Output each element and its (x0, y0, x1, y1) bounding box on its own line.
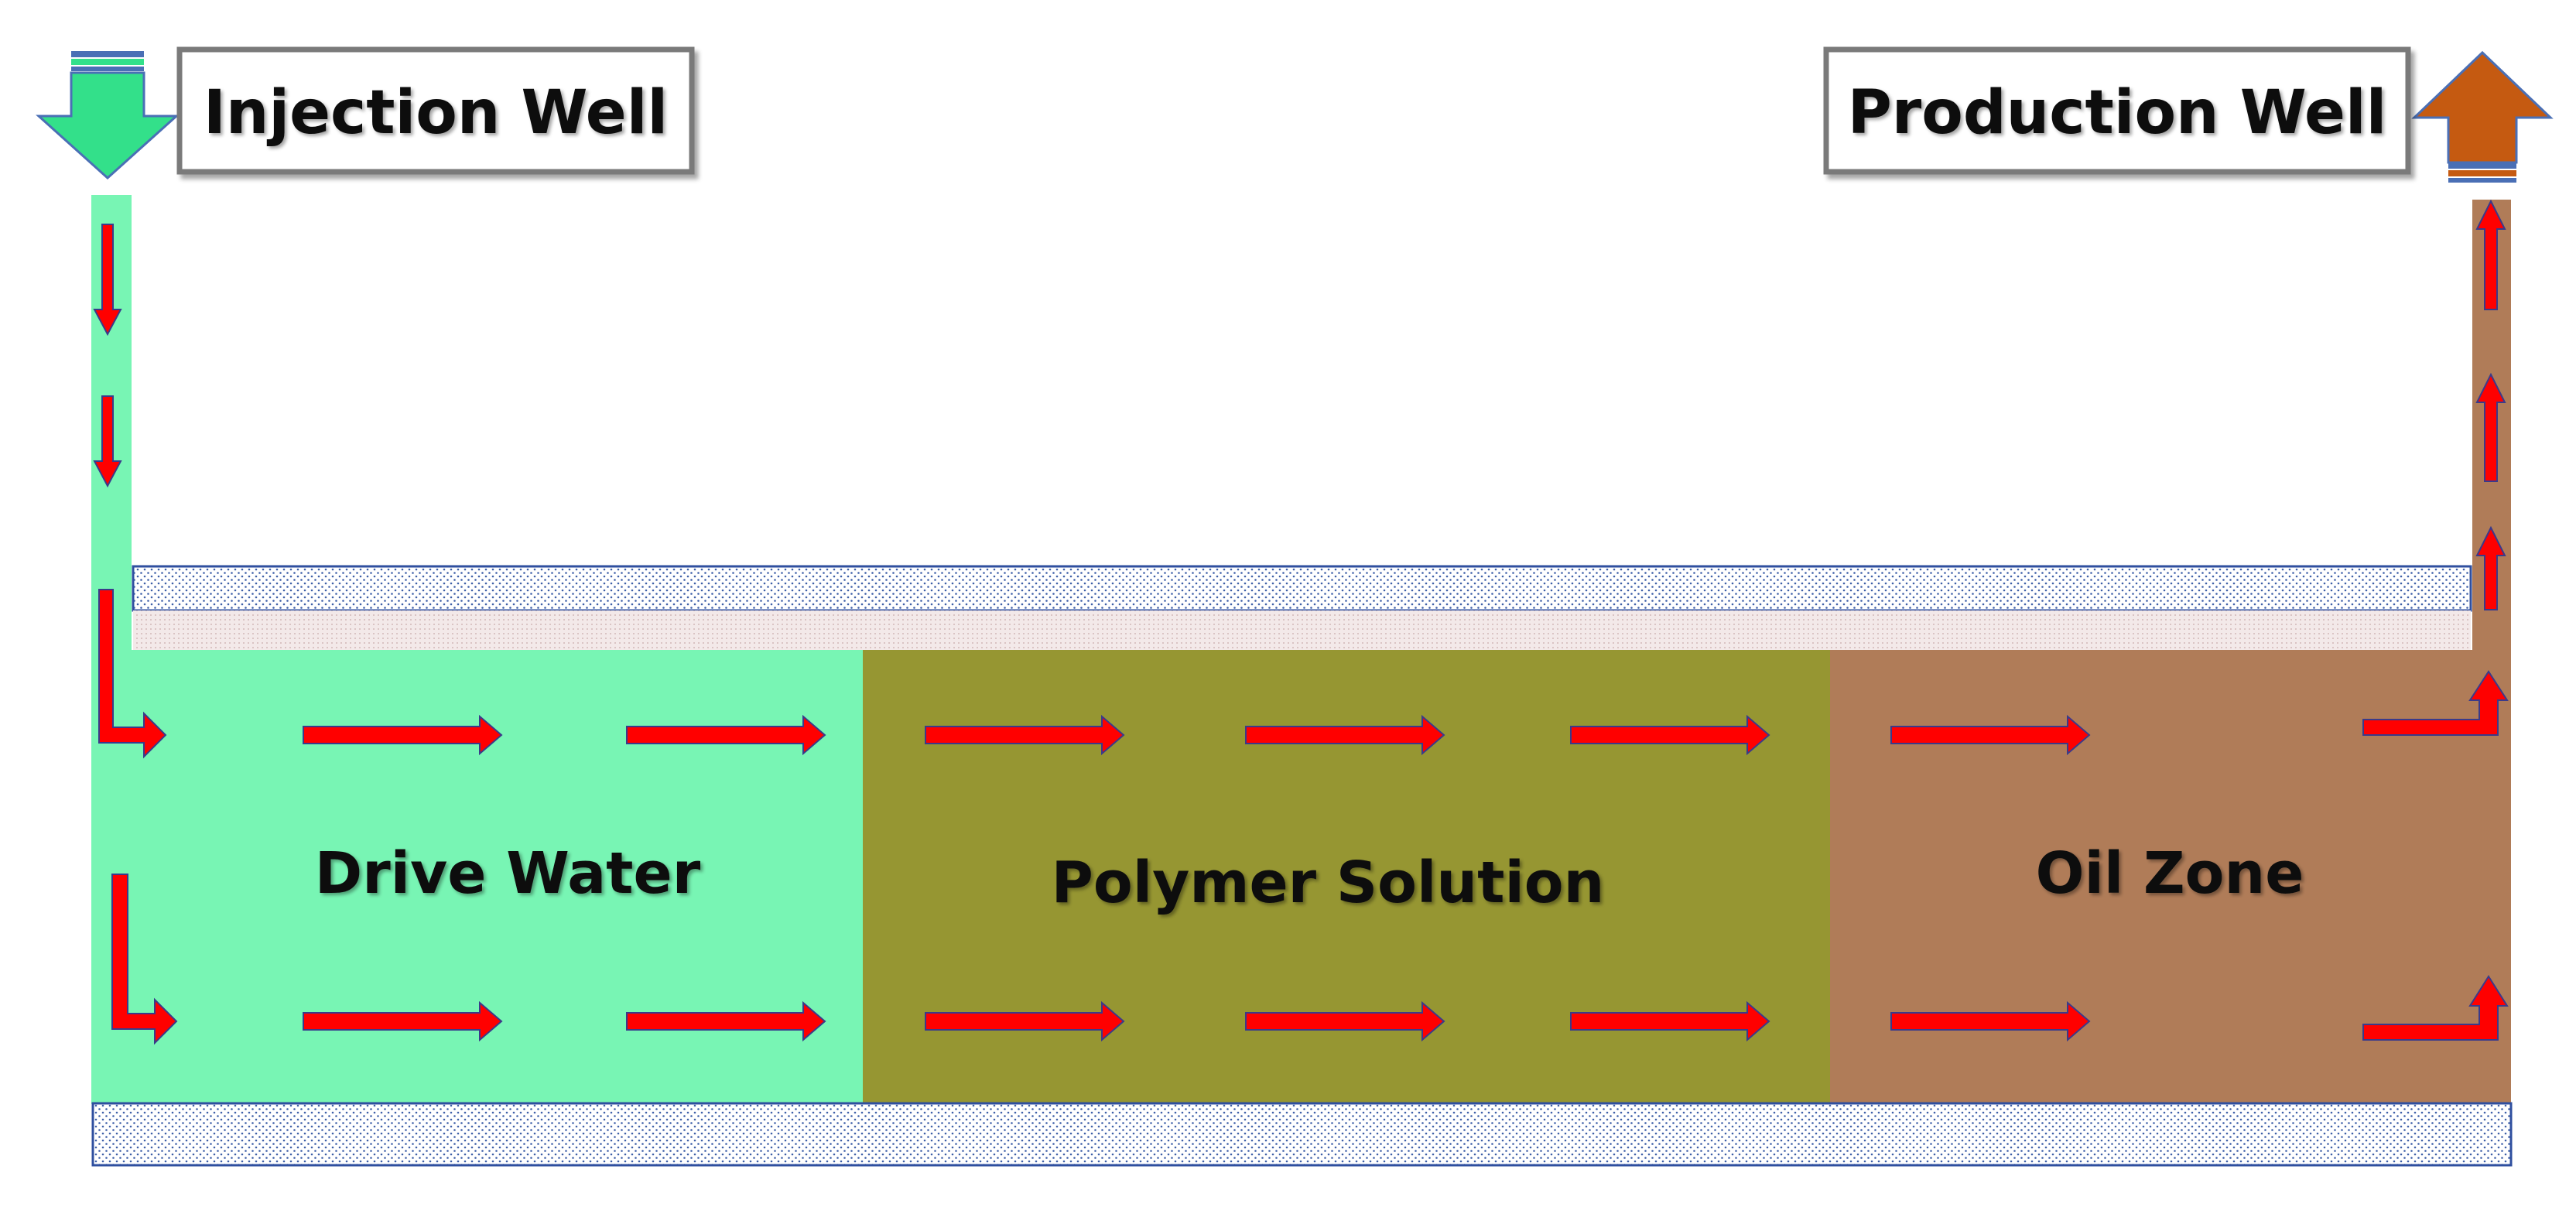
injection-well-label: Injection Well (204, 78, 668, 148)
production-elbow-arrow-bottom (2362, 975, 2509, 1041)
injection-well-label-box (176, 46, 695, 175)
drive-water-label: Drive Water (315, 840, 701, 907)
production-up-arrow-3 (2475, 525, 2506, 610)
cap-rock-layer (132, 565, 2472, 612)
seal-layer (133, 610, 2471, 650)
production-wellbore (2472, 200, 2511, 1103)
production-up-arrow-1 (2475, 199, 2506, 310)
injection-down-arrow-2 (93, 395, 122, 488)
elbow-arrow-bottom (111, 874, 178, 1045)
injection-down-arrow-icon (36, 51, 180, 180)
production-well-label: Production Well (1848, 78, 2387, 148)
oil-zone-label: Oil Zone (2036, 840, 2304, 907)
production-up-arrow-2 (2475, 372, 2506, 482)
elbow-arrow-top (98, 589, 167, 759)
polymer-solution-label: Polymer Solution (1052, 850, 1605, 916)
production-well-label-box (1823, 46, 2411, 175)
production-elbow-arrow-top (2362, 670, 2509, 736)
production-up-arrow-icon (2411, 50, 2554, 183)
base-rock-layer (91, 1102, 2513, 1167)
injection-down-arrow-1 (93, 224, 122, 337)
